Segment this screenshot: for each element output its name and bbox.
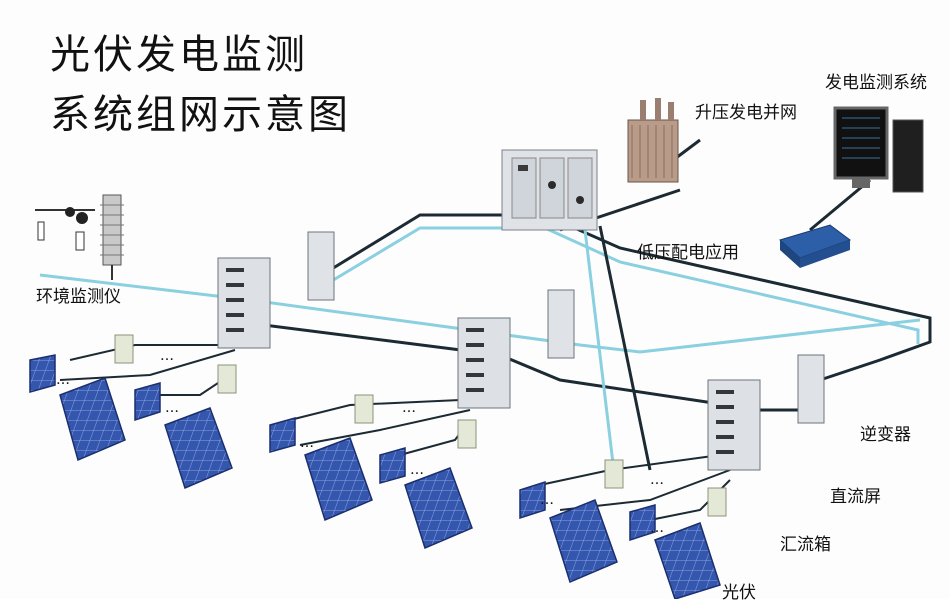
diagram-title-line-1: 光伏发电监测 <box>50 32 308 78</box>
ellipsis-5: … <box>402 400 416 416</box>
main-cable-loop <box>39 138 932 481</box>
ellipsis-3: … <box>165 400 179 416</box>
solar-panels <box>29 354 721 599</box>
label-combiner-box: 汇流箱 <box>780 535 831 555</box>
ellipsis-9: … <box>650 520 664 536</box>
label-step-up-grid: 升压发电并网 <box>695 103 797 123</box>
diagram-title-line-2: 系统组网示意图 <box>50 92 351 138</box>
low-voltage-switchgear <box>501 149 598 231</box>
combiner-boxes <box>114 334 727 517</box>
step-up-transformer <box>627 98 679 183</box>
ellipsis-2: … <box>160 348 174 364</box>
label-low-voltage-app: 低压配电应用 <box>637 243 739 263</box>
ellipsis-7: … <box>540 492 554 508</box>
ellipsis-4: … <box>300 435 314 451</box>
label-dc-screen: 直流屏 <box>830 487 881 507</box>
monitoring-computer <box>833 106 924 193</box>
label-pv-array: 光伏 <box>722 583 756 603</box>
label-inverter: 逆变器 <box>860 425 911 445</box>
environment-monitor-device <box>35 194 124 280</box>
dc-cabinets <box>217 257 761 471</box>
ellipsis-8: … <box>650 472 664 488</box>
data-logger <box>779 224 852 268</box>
ellipsis-1: … <box>56 372 70 388</box>
label-env-monitor: 环境监测仪 <box>36 287 121 307</box>
inverter-units <box>307 231 825 424</box>
ellipsis-6: … <box>410 462 424 478</box>
label-monitoring-system: 发电监测系统 <box>825 73 927 93</box>
